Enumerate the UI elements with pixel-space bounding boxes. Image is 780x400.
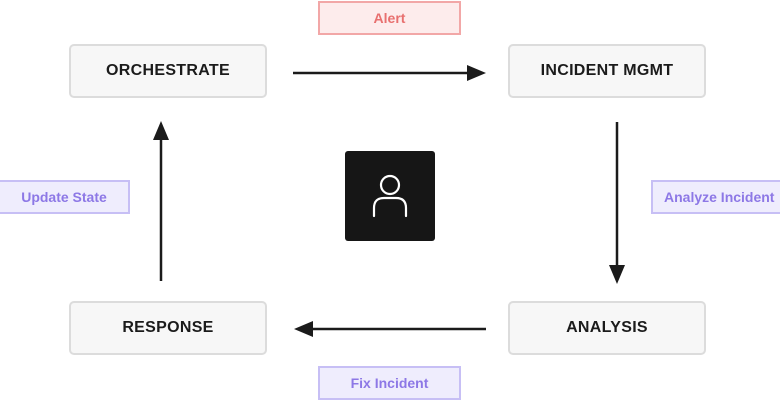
arrowhead-incident-to-analysis: [609, 265, 625, 284]
arrowhead-response-to-orchestrate: [153, 121, 169, 140]
node-orchestrate: ORCHESTRATE: [69, 44, 267, 98]
edge-label-analyze-incident: Analyze Incident: [651, 180, 780, 214]
edge-label-fix-incident: Fix Incident: [318, 366, 461, 400]
arrowhead-orchestrate-to-incident: [467, 65, 486, 81]
agent-tile: [345, 151, 435, 241]
node-incident-mgmt: INCIDENT MGMT: [508, 44, 706, 98]
edge-label-alert: Alert: [318, 1, 461, 35]
arrowhead-analysis-to-response: [294, 321, 313, 337]
edge-label-update-state: Update State: [0, 180, 130, 214]
node-response: RESPONSE: [69, 301, 267, 355]
node-analysis: ANALYSIS: [508, 301, 706, 355]
user-icon: [372, 174, 408, 218]
